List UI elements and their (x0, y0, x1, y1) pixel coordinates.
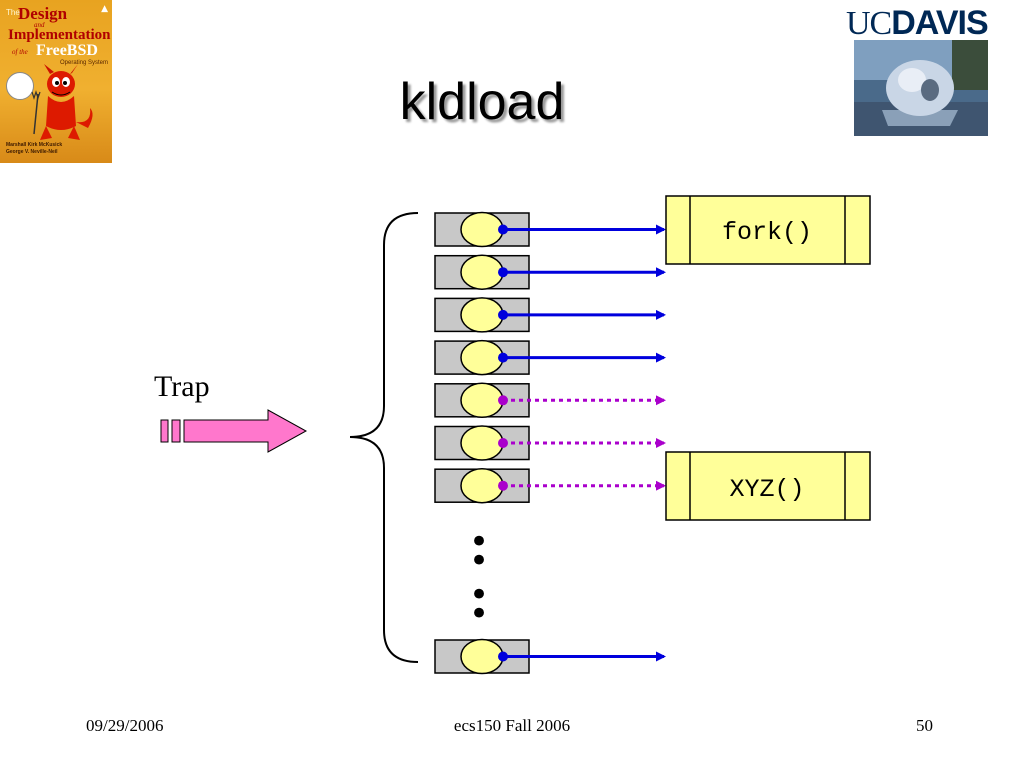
syscall-slot-entry (460, 297, 504, 333)
syscall-slot-entry (460, 382, 504, 419)
trap-arrow-tail-bar-2 (171, 419, 181, 443)
slide-title: kldload (399, 73, 565, 131)
syscall-table (434, 211, 666, 675)
syscall-slot (434, 425, 666, 461)
uc-davis-logo-uc: UC (846, 5, 892, 42)
book-cover-image: The Design and Implementation of the Fre… (0, 0, 112, 163)
uc-davis-logo: UCDAVIS (846, 4, 989, 44)
syscall-slot-entry (460, 254, 504, 290)
book-title-freebsd: FreeBSD (36, 42, 98, 59)
fork-function-box: fork() (665, 195, 871, 265)
syscall-slot (434, 254, 666, 290)
syscall-slot (434, 297, 666, 333)
syscall-slot (434, 467, 666, 504)
xyz-function-label: XYZ() (729, 475, 804, 504)
egghead-sculpture-photo (854, 40, 988, 136)
ellipsis-dot-4: • (469, 594, 489, 634)
syscall-slot (434, 211, 666, 248)
trap-arrow-tail-bar-1 (160, 419, 169, 443)
ellipsis-dot-3: • (469, 575, 489, 615)
book-author-1: Marshall Kirk McKusick (6, 142, 63, 148)
syscall-slot (434, 638, 666, 675)
trap-label: Trap (154, 370, 210, 403)
book-title-and: and (34, 21, 45, 29)
fork-function-label: fork() (722, 218, 812, 247)
curly-brace (349, 212, 419, 663)
footer-page-number: 50 (916, 716, 933, 735)
book-author-2: George V. Neville-Neil (6, 149, 58, 155)
publisher-logo-icon: ▲ (101, 4, 108, 14)
book-title-implementation: Implementation (8, 27, 111, 43)
trap-arrow (183, 409, 308, 453)
ellipsis-dot-1: • (469, 522, 489, 562)
ellipsis-dot-2: • (469, 541, 489, 581)
book-badge-icon (6, 72, 34, 100)
syscall-slot-entry (460, 425, 504, 461)
syscall-slot-entry (460, 211, 504, 248)
book-title-os: Operating System (60, 60, 109, 66)
book-title-of-the: of the (12, 48, 28, 56)
syscall-slot-entry (460, 339, 504, 376)
book-title-the: The (6, 8, 20, 17)
bsd-daemon-icon (31, 64, 93, 140)
syscall-slot (434, 339, 666, 376)
book-authors: Marshall Kirk McKusick George V. Neville… (6, 142, 62, 156)
uc-davis-logo-davis: DAVIS (891, 4, 988, 42)
syscall-slot (434, 382, 666, 419)
xyz-function-box: XYZ() (665, 451, 871, 521)
footer-date: 09/29/2006 (86, 716, 164, 735)
book-title-design: Design (18, 4, 68, 23)
footer-course: ecs150 Fall 2006 (453, 716, 571, 735)
syscall-slot-entry (460, 638, 504, 675)
syscall-slot-entry (460, 467, 504, 504)
